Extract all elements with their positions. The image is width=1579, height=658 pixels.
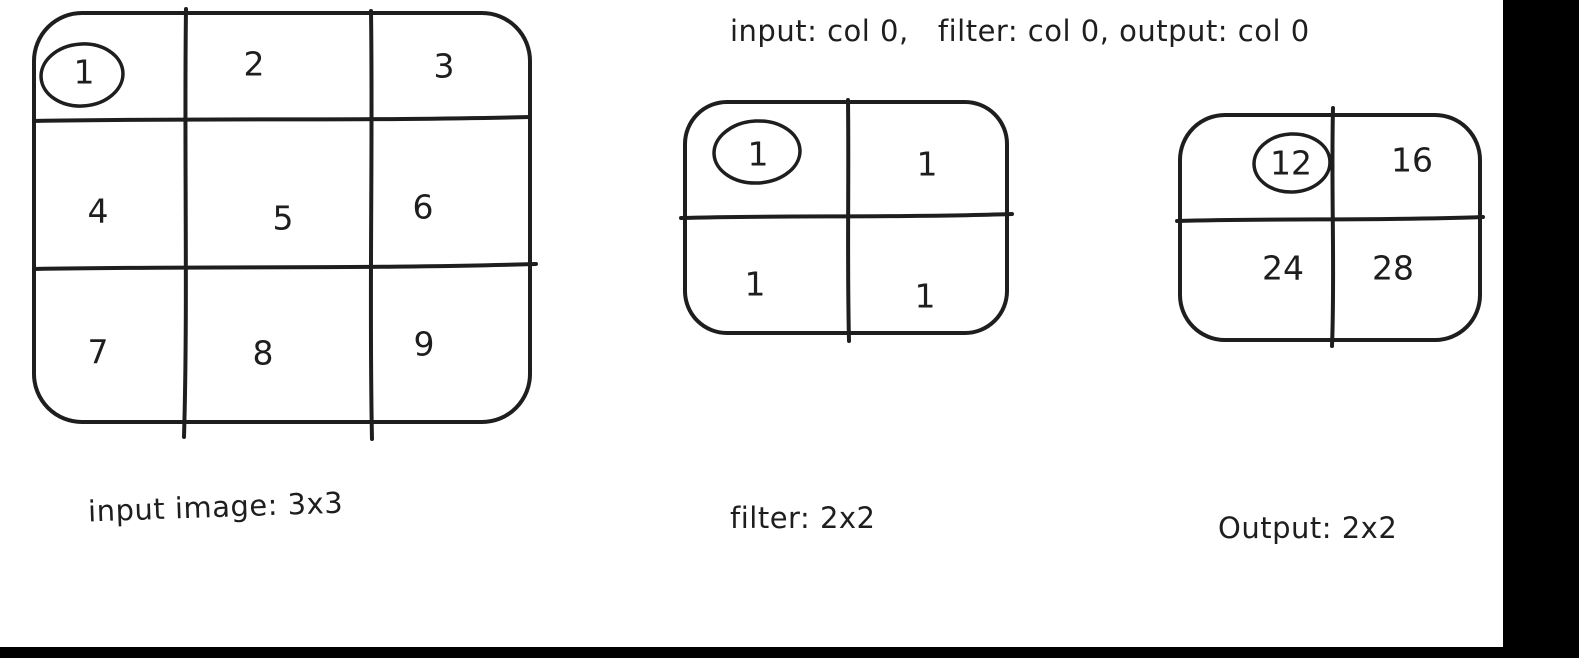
input-grid-divider-h2 [32,262,538,271]
filter-grid-shape [679,98,1014,343]
column-step-annotation: input: col 0, filter: col 0, output: col… [730,14,1310,48]
filter-grid-divider-v [846,98,851,343]
input-cell-2-1: 8 [252,333,274,373]
input-cell-1-0: 4 [87,191,109,231]
filter-grid-label: filter: 2x2 [730,501,876,535]
output-cell-0-0: 12 [1270,143,1312,183]
input-cell-1-2: 6 [412,187,434,227]
filter-cell-1-0: 1 [744,264,766,304]
filter-cell-0-0: 1 [747,134,769,174]
filter-cell-1-1: 1 [914,276,936,316]
input-cell-0-2: 3 [433,46,455,86]
output-grid-shape [1175,106,1485,348]
output-grid-divider-v [1330,106,1336,348]
output-cell-0-1: 16 [1391,140,1433,180]
bottom-black-bar [0,647,1579,658]
output-grid-label: Output: 2x2 [1218,511,1398,545]
filter-grid-divider-h [679,212,1014,220]
input-grid-divider-v2 [368,9,374,441]
input-grid-border [32,11,532,424]
output-grid-divider-h [1175,215,1485,223]
output-grid-border [1178,113,1482,342]
input-cell-1-1: 5 [272,198,294,238]
input-circle-annotation [39,42,125,108]
input-cell-0-0: 1 [73,52,95,92]
filter-circle-annotation [712,119,802,185]
input-cell-0-1: 2 [243,44,265,84]
input-cell-2-2: 9 [413,324,435,364]
output-cell-1-0: 24 [1262,248,1304,288]
input-grid-divider-h1 [32,115,532,123]
input-cell-2-0: 7 [87,332,109,372]
output-cell-1-1: 28 [1372,248,1414,288]
input-grid-shape [32,7,538,441]
input-grid-divider-v1 [182,7,188,439]
output-circle-annotation [1252,132,1332,194]
filter-cell-0-1: 1 [916,144,938,184]
right-black-bar [1503,0,1579,658]
